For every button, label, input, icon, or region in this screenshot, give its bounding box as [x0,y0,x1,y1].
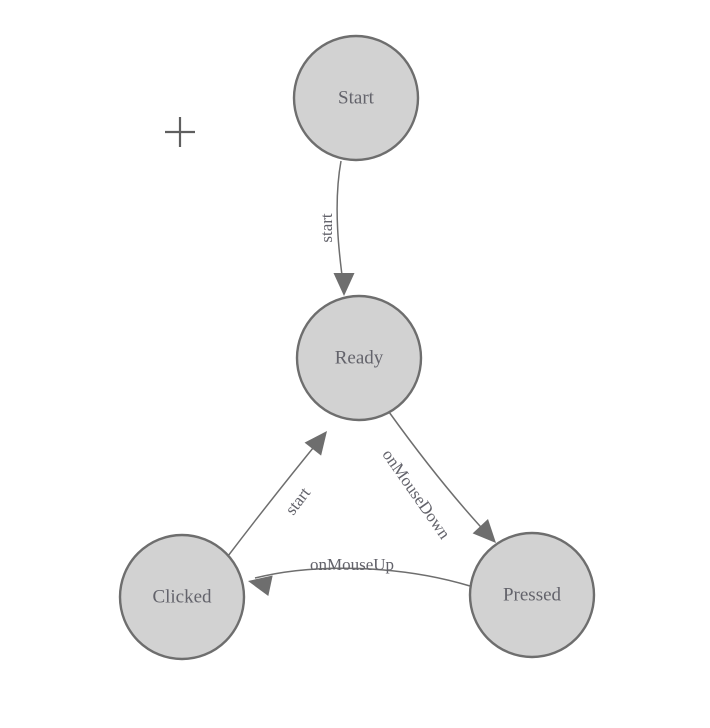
node-ready[interactable]: Ready [295,294,423,422]
arrowhead-pressed-to-clicked [248,575,273,597]
node-start[interactable]: Start [292,34,420,162]
node-label-pressed: Pressed [503,584,562,605]
node-shape-ready [295,294,423,422]
node-shape-clicked [118,533,246,661]
node-clicked[interactable]: Clicked [118,533,246,661]
edge-label-ready-to-pressed: onMouseDown [378,446,454,543]
arrowheads-layer [248,273,496,597]
node-pressed[interactable]: Pressed [468,531,596,659]
arrowhead-ready-to-pressed [472,519,496,543]
crosshair-marker [165,117,195,147]
node-shape-pressed [468,531,596,659]
arrowhead-start-to-ready [333,273,355,296]
arrowhead-clicked-to-ready [304,431,327,456]
markers-layer [165,117,195,147]
node-label-clicked: Clicked [152,586,212,607]
edge-ready-to-pressed[interactable] [388,411,492,539]
node-shape-start [292,34,420,162]
edge-label-start-to-ready: start [317,213,336,243]
node-label-start: Start [338,87,375,108]
edge-label-clicked-to-ready: start [281,483,314,518]
node-label-ready: Ready [335,347,384,368]
edge-start-to-ready[interactable] [336,160,345,291]
edge-label-pressed-to-clicked: onMouseUp [310,555,394,574]
edge-pressed-to-clicked[interactable] [254,567,471,587]
